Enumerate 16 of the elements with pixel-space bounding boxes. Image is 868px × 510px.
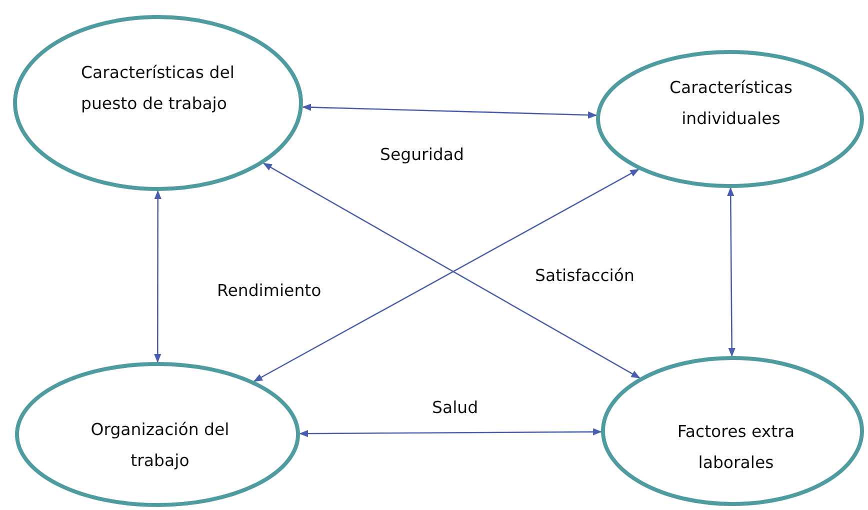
node-label: Características individuales — [668, 77, 794, 130]
ellipse-node — [15, 362, 300, 507]
node-label: Factores extra laborales — [676, 421, 796, 474]
text-label: Rendimiento — [217, 281, 322, 300]
text-label: Seguridad — [380, 145, 464, 164]
double-arrow — [299, 428, 602, 438]
ellipse-node — [596, 50, 864, 188]
double-arrow — [302, 104, 598, 119]
double-arrow — [154, 190, 162, 363]
double-arrow — [726, 187, 736, 357]
ellipse-node — [13, 15, 303, 191]
text-label: Satisfacción — [535, 266, 634, 285]
node-label: Organización del trabajo — [90, 419, 230, 472]
ellipse-node — [601, 356, 864, 506]
text-label: Salud — [432, 398, 478, 417]
node-label: Características del puesto de trabajo — [81, 62, 236, 115]
